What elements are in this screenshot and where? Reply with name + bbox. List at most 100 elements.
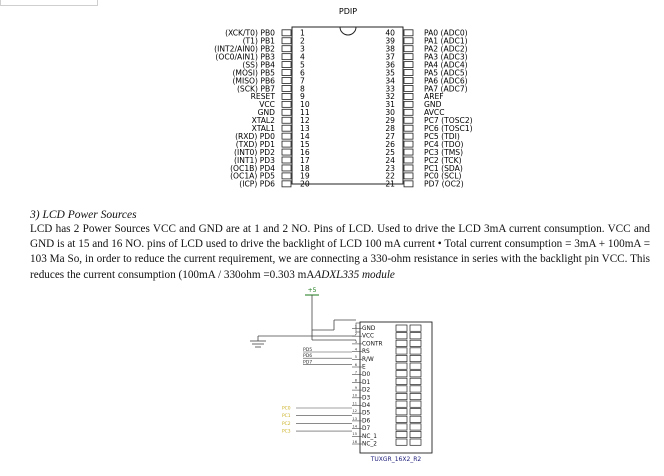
left-pin-pad: [281, 132, 292, 140]
right-pin-name: PC1 (SDA): [424, 164, 463, 173]
right-pin-pad: [403, 69, 414, 76]
left-pin-name: VCC: [259, 100, 275, 109]
lcd-pin-number: 10: [352, 394, 357, 398]
supply-label: +5: [308, 287, 317, 294]
lcd-cell: [409, 355, 422, 363]
left-pin-number: 13: [300, 124, 310, 133]
lcd-cell: [395, 400, 408, 408]
component-name: TUXGR_16X2_R2: [370, 456, 422, 463]
lcd-pin-name: CONTR: [362, 341, 383, 347]
left-pin-pad: [281, 53, 292, 61]
left-pin-pad: [281, 140, 292, 148]
right-pin-pad: [403, 29, 414, 37]
lcd-pin-name: GND: [362, 326, 376, 332]
left-pin-name: (INT0) PD2: [234, 148, 275, 157]
lcd-cell: [409, 438, 422, 446]
left-pin-number: 16: [300, 148, 310, 157]
right-pin-number: 39: [385, 37, 395, 46]
lcd-cell: [395, 355, 408, 363]
lcd-cell: [395, 362, 408, 370]
ground-icon: [250, 336, 266, 348]
lcd-cell: [395, 385, 408, 393]
left-pin-name: (INT2/AIN0) PB2: [214, 45, 275, 54]
right-pin-name: PC6 (TOSC1): [424, 124, 473, 133]
lcd-cell: [409, 370, 422, 378]
right-pin-number: 23: [385, 164, 395, 173]
lcd-cell: [395, 332, 408, 340]
right-pin-pad: [403, 93, 414, 100]
lcd-cell: [395, 339, 408, 347]
right-pin-name: PC7 (TOSC2): [424, 116, 473, 125]
lcd-pin-name: NC_2: [362, 442, 377, 448]
right-pin-number: 28: [385, 124, 395, 133]
left-pin-name: XTAL2: [252, 116, 276, 125]
package-label: PDIP: [339, 7, 357, 16]
left-pin-name: (MOSI) PB5: [232, 68, 275, 77]
right-pin-pad: [403, 45, 414, 53]
chip-body: [291, 26, 404, 185]
left-pin-name: (OC0/AIN1) PB3: [215, 52, 275, 61]
right-pin-number: 26: [385, 140, 395, 149]
right-pin-number: 22: [385, 172, 395, 181]
left-pin-number: 6: [300, 68, 305, 77]
left-pin-pad: [281, 29, 292, 37]
lcd-pin-name: D7: [362, 426, 370, 432]
left-pin-name: RESET: [251, 92, 276, 101]
lcd-pin-name: NC_1: [362, 434, 377, 440]
lcd-cell: [409, 324, 422, 332]
lcd-character-cells: [395, 324, 422, 446]
right-pin-name: PA0 (ADC0): [424, 29, 468, 38]
left-pin-number: 4: [300, 52, 305, 61]
control-label: PD5: [303, 347, 312, 353]
right-pin-name: PC4 (TDO): [424, 140, 464, 149]
right-pin-name: PC0 (SCL): [424, 172, 461, 181]
lcd-pin-number: 11: [352, 401, 357, 405]
left-pin-number: 19: [300, 172, 310, 181]
left-pin-pad: [281, 156, 292, 164]
lcd-pin-name: D4: [362, 403, 370, 409]
lcd-cell: [409, 347, 422, 355]
left-pin-name: (MISO) PB6: [232, 76, 275, 85]
lcd-cell: [409, 423, 422, 431]
data-label: PC1: [282, 413, 291, 419]
lcd-pin-name: D5: [362, 411, 370, 417]
right-pin-pad: [403, 124, 414, 132]
lcd-cell: [409, 400, 422, 408]
right-pin-number: 38: [385, 45, 395, 54]
lcd-cell: [395, 415, 408, 423]
left-pin-number: 12: [300, 116, 310, 125]
lcd-cell: [409, 377, 422, 385]
right-pin-pad: [403, 85, 414, 92]
right-pin-number: 29: [385, 116, 395, 125]
left-pin-name: XTAL1: [252, 124, 276, 133]
right-pin-number: 40: [385, 29, 395, 38]
right-pin-name: GND: [424, 100, 442, 109]
left-pin-number: 3: [300, 45, 305, 54]
lcd-cell: [395, 423, 408, 431]
paragraph-main: LCD has 2 Power Sources VCC and GND are …: [30, 223, 650, 281]
left-pin-number: 18: [300, 164, 310, 173]
lcd-pin-name: E: [362, 365, 366, 371]
lcd-pin-number: 16: [352, 440, 357, 444]
lcd-pin-name: R/W: [362, 357, 374, 363]
left-pin-number: 15: [300, 140, 310, 149]
left-pin-pad: [281, 85, 292, 92]
left-pin-pad: [281, 69, 292, 76]
chip-notch: [339, 26, 357, 36]
right-pin-number: 24: [385, 156, 395, 165]
right-pin-name: PD7 (OC2): [424, 180, 464, 189]
right-pin-pad: [403, 148, 414, 156]
lcd-pin-number: 15: [352, 432, 357, 436]
lcd-cell: [409, 408, 422, 416]
right-pin-name: PA7 (ADC7): [424, 84, 468, 93]
lcd-cell: [395, 408, 408, 416]
left-pin-number: 7: [300, 76, 305, 85]
lcd-pin-number: 6: [355, 363, 358, 367]
left-pin-number: 1: [300, 29, 305, 38]
right-pin-pad: [403, 108, 414, 116]
lcd-pin-name: D6: [362, 418, 370, 424]
data-label: PC0: [282, 406, 291, 412]
left-pin-name: (SS) PB4: [242, 60, 275, 69]
